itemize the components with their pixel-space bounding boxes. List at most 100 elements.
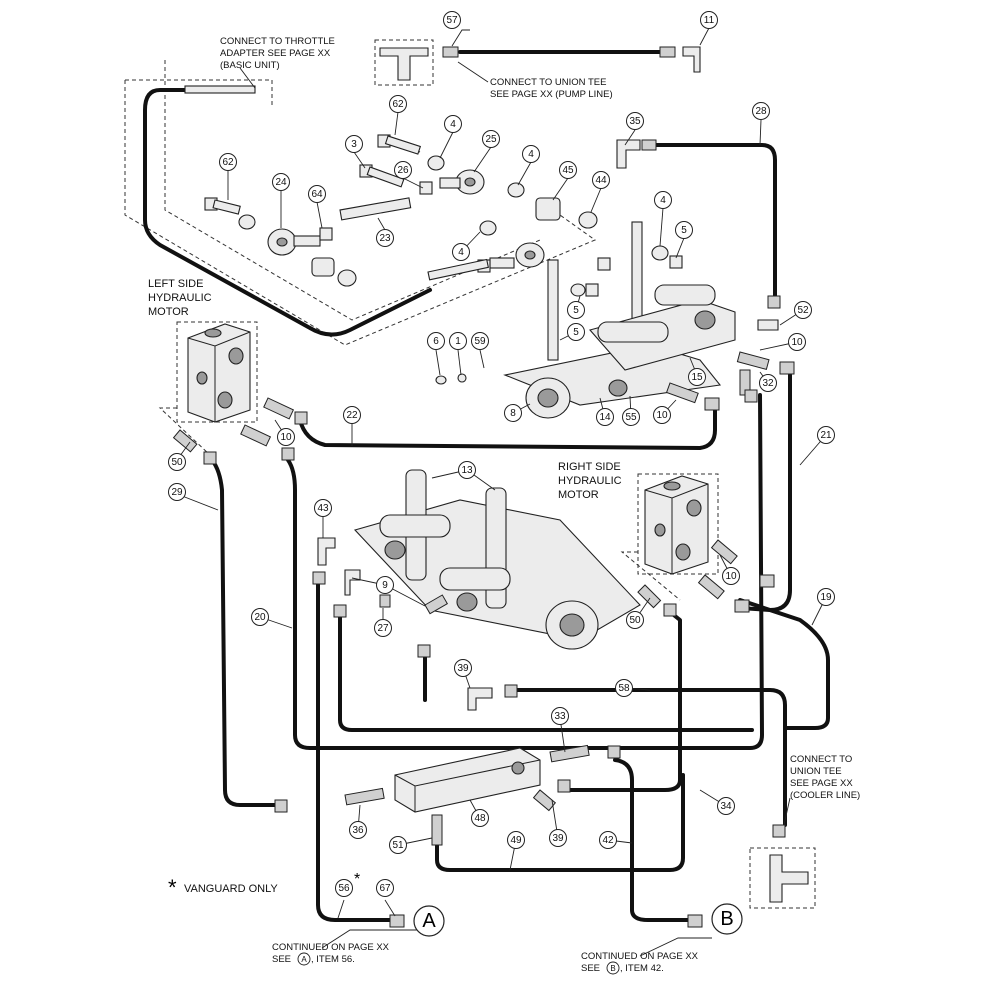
rod-end-lower: [489, 242, 545, 269]
washer: [427, 155, 445, 171]
note-throttle-line2: ADAPTER SEE PAGE XX: [220, 48, 331, 59]
note-continued-b: CONTINUED ON PAGE XX SEE B , ITEM 42.: [581, 951, 699, 975]
callout-label: 25: [485, 134, 497, 145]
callout-label: 62: [392, 99, 404, 110]
callout-39: 39: [549, 829, 567, 847]
callout-label: 58: [618, 683, 630, 694]
callout-label: 43: [317, 503, 329, 514]
vanguard-label: VANGUARD ONLY: [184, 883, 278, 895]
note-pump-line2: SEE PAGE XX (PUMP LINE): [490, 89, 613, 100]
callout-label: 67: [379, 883, 391, 894]
callout-label: 4: [528, 149, 534, 160]
dashed-outlines: [124, 39, 816, 909]
callout-5: 5: [567, 323, 585, 341]
note-right-motor: RIGHT SIDE HYDRAULIC MOTOR: [558, 461, 622, 501]
rod-end-25: [439, 169, 485, 195]
hoses: [143, 50, 830, 922]
note-cooler-line4: (COOLER LINE): [790, 790, 860, 801]
hose-fittings: [172, 139, 795, 928]
callout-1: 1: [449, 332, 467, 350]
note-b-letter: B: [610, 964, 615, 973]
callout-51: 51: [389, 836, 407, 854]
note-left-line3: MOTOR: [148, 306, 189, 318]
callout-label: 56: [338, 883, 350, 894]
callout-label: 50: [629, 615, 641, 626]
hose-19: [738, 598, 830, 730]
upper-actuator-assembly: [503, 221, 736, 419]
nut: [585, 283, 599, 297]
note-throttle: CONNECT TO THROTTLE ADAPTER SEE PAGE XX …: [220, 36, 335, 71]
washer: [570, 283, 586, 297]
note-left-line2: HYDRAULIC: [148, 292, 212, 304]
callout-42: 42: [599, 831, 617, 849]
nut: [669, 255, 683, 269]
washer: [435, 375, 447, 385]
note-left-motor: LEFT SIDE HYDRAULIC MOTOR: [148, 278, 212, 318]
note-right-line2: HYDRAULIC: [558, 475, 622, 487]
note-right-line3: MOTOR: [558, 489, 599, 501]
callout-50: 50: [168, 453, 186, 471]
callout-56: 56: [335, 879, 353, 897]
washer: [578, 211, 598, 229]
note-a-line1: CONTINUED ON PAGE XX: [272, 942, 390, 953]
note-throttle-line1: CONNECT TO THROTTLE: [220, 36, 335, 47]
callout-label: 34: [720, 801, 732, 812]
washer: [507, 182, 525, 198]
throttle-cable: [143, 88, 432, 337]
threaded-rod-23: [339, 197, 412, 221]
note-left-line1: LEFT SIDE: [148, 278, 203, 290]
callout-label: 10: [725, 571, 737, 582]
callout-11: 11: [700, 11, 718, 29]
hose-20: [286, 393, 764, 750]
callout-62: 62: [389, 95, 407, 113]
callout-label: 48: [474, 813, 486, 824]
spacer-45: [535, 197, 561, 221]
connector-a-label: A: [422, 910, 436, 932]
callout-39: 39: [454, 659, 472, 677]
callout-label: 29: [171, 487, 183, 498]
callout-label: 5: [681, 225, 687, 236]
hose-42: [613, 758, 692, 922]
nut: [597, 257, 611, 271]
note-continued-a: CONTINUED ON PAGE XX SEE A , ITEM 56.: [272, 942, 390, 966]
callout-22: 22: [343, 406, 361, 424]
callout-64: 64: [308, 185, 326, 203]
hose-34: [568, 610, 682, 792]
hose-49: [435, 773, 685, 872]
callout-label: 33: [554, 711, 566, 722]
callout-label: 35: [629, 116, 641, 127]
callout-28: 28: [752, 102, 770, 120]
parts: [172, 46, 809, 928]
callout-label: 15: [691, 372, 703, 383]
bolt-62b: [204, 197, 241, 215]
note-b-item: , ITEM 42.: [620, 963, 664, 974]
callout-label: 32: [762, 378, 774, 389]
callout-label: 26: [397, 165, 409, 176]
callout-15: 15: [688, 368, 706, 386]
callout-32: 32: [759, 374, 777, 392]
callout-48: 48: [471, 809, 489, 827]
callout-label: 4: [660, 195, 666, 206]
callout-13: 13: [458, 461, 476, 479]
callout-label: 42: [602, 835, 614, 846]
note-b-line1: CONTINUED ON PAGE XX: [581, 951, 699, 962]
callout-5: 5: [567, 301, 585, 319]
callout-label: 39: [457, 663, 469, 674]
manifold-48: [394, 747, 541, 813]
bushing: [311, 257, 335, 277]
callout-label: 11: [704, 15, 715, 26]
connector-b-label: B: [720, 908, 733, 930]
hose-22: [298, 400, 717, 450]
washer: [651, 245, 669, 261]
right-hydraulic-motor: [644, 475, 709, 575]
nut: [319, 227, 333, 241]
note-cooler-line2: UNION TEE: [790, 766, 842, 777]
note-a-see: SEE: [272, 954, 291, 965]
callout-36: 36: [349, 821, 367, 839]
rod-end-24: [267, 228, 321, 256]
callout-52: 52: [794, 301, 812, 319]
note-pump-line1: CONNECT TO UNION TEE: [490, 77, 606, 88]
bolt-62a: [377, 134, 422, 155]
note-throttle-line3: (BASIC UNIT): [220, 60, 280, 71]
